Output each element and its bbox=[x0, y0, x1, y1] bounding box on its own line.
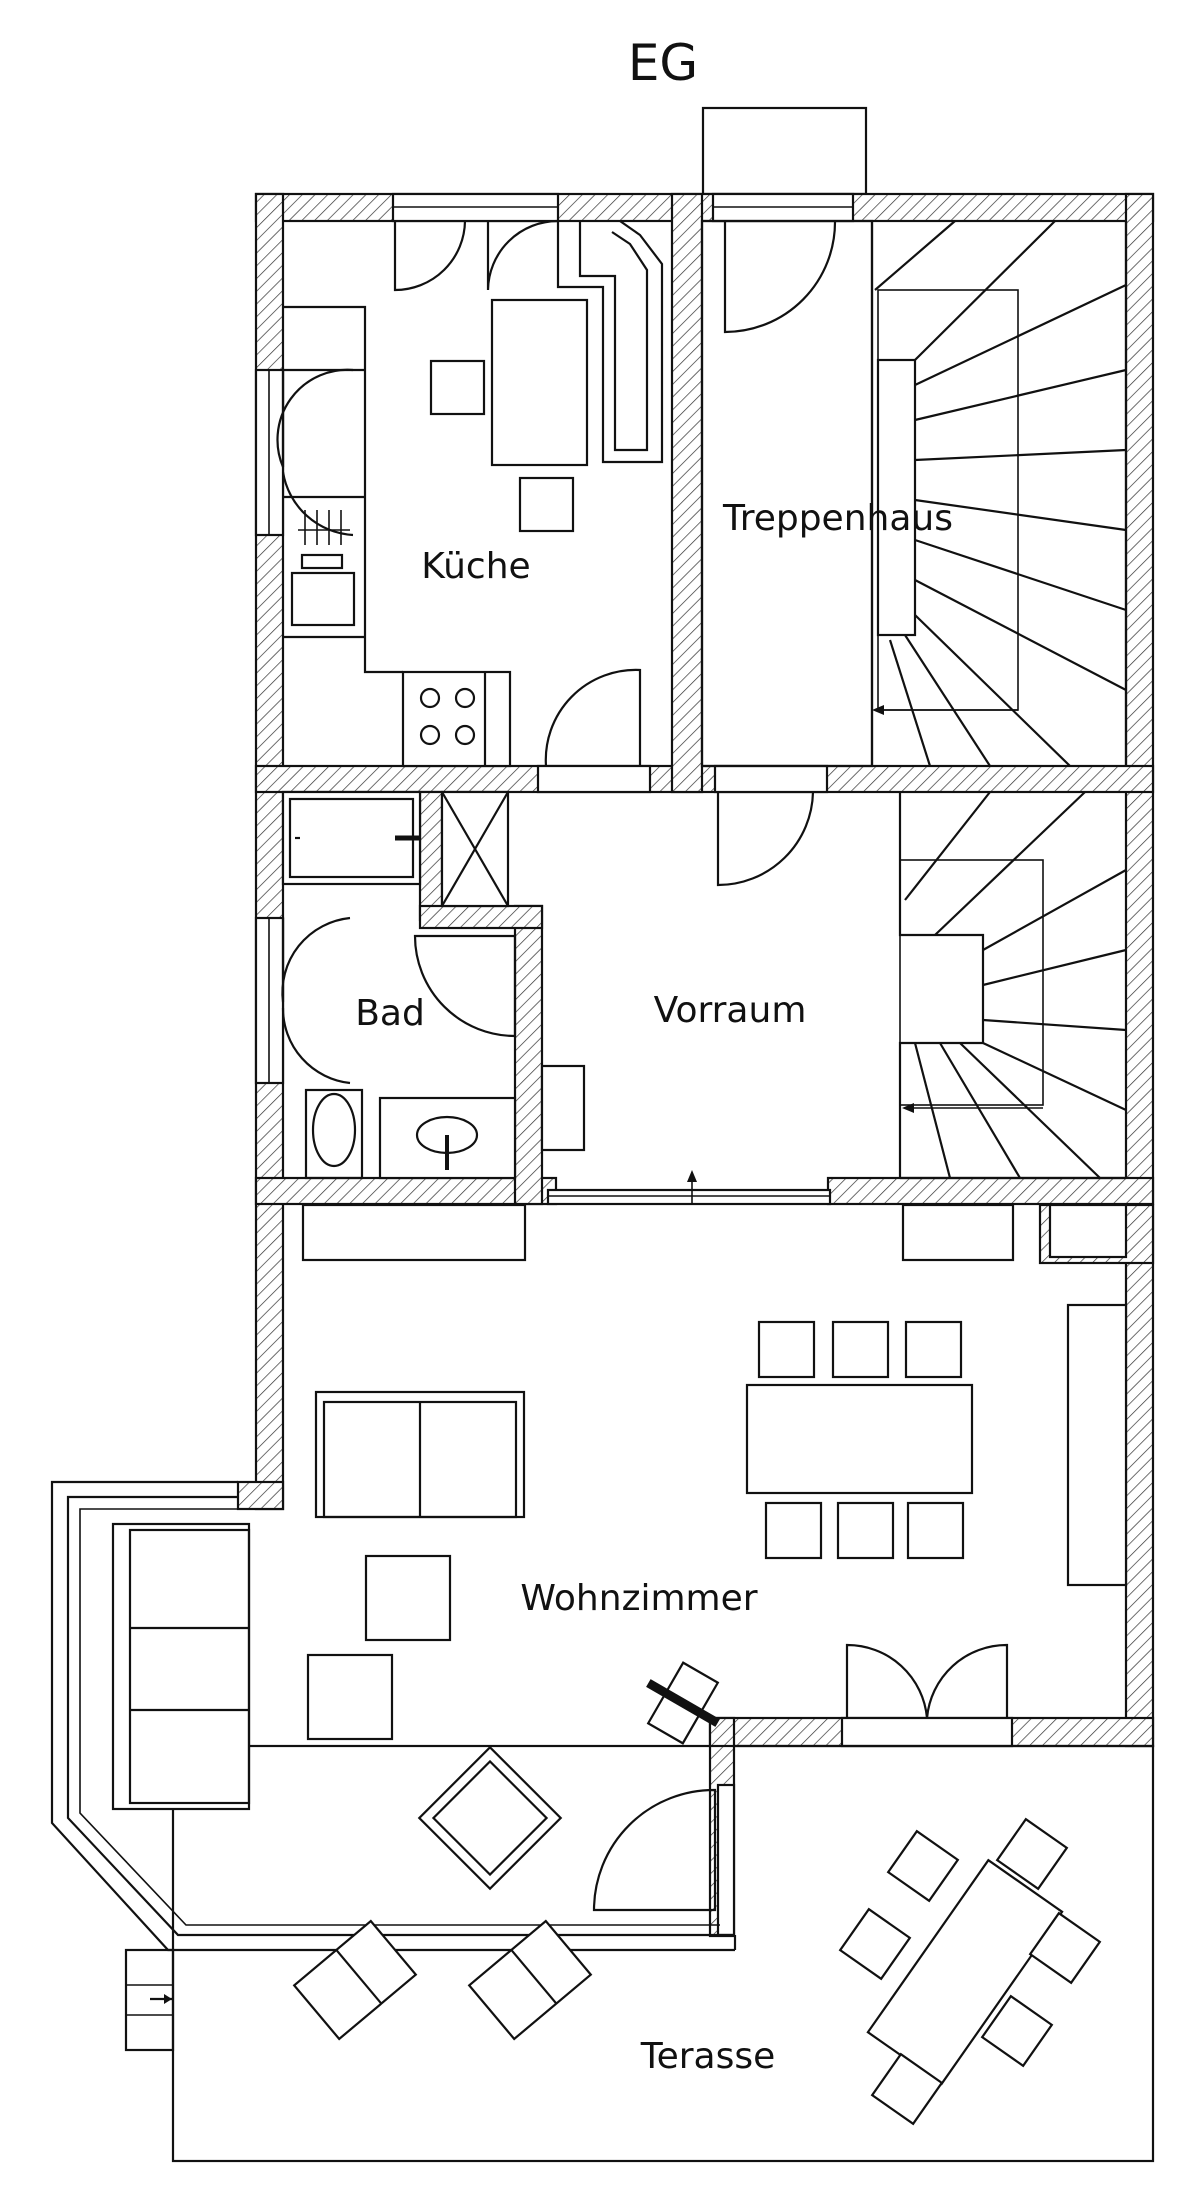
arrow-icon bbox=[872, 705, 884, 715]
room-label-treppenhaus: Treppenhaus bbox=[722, 498, 953, 539]
arrow-icon bbox=[687, 1170, 697, 1182]
arrow-icon bbox=[164, 1994, 172, 2004]
terrace-step bbox=[124, 1948, 175, 2052]
staircase-upper bbox=[700, 219, 1128, 768]
plan-title: EG bbox=[628, 34, 698, 92]
kitchen-furniture bbox=[276, 219, 664, 768]
windows bbox=[254, 192, 1014, 1937]
arrow-icon bbox=[902, 1103, 914, 1113]
room-label-wohnzimmer: Wohnzimmer bbox=[520, 1578, 757, 1619]
room-label-bad: Bad bbox=[355, 993, 425, 1034]
room-label-kueche: Küche bbox=[421, 546, 530, 587]
room-label-vorraum: Vorraum bbox=[654, 990, 807, 1031]
chimney bbox=[701, 106, 868, 196]
bathroom-fixtures bbox=[281, 790, 586, 1180]
terrace-furniture bbox=[292, 1817, 1102, 2126]
room-label-terasse: Terasse bbox=[640, 2036, 776, 2077]
living-room-furniture bbox=[111, 1203, 1128, 1912]
vorraum-fixtures bbox=[687, 791, 1127, 1205]
